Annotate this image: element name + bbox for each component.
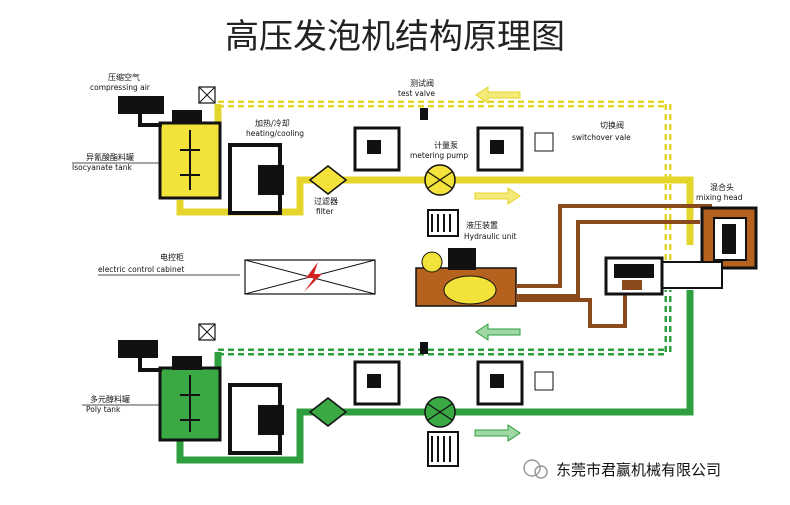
- poly-filter: [308, 397, 348, 427]
- poly-air-inlet: [118, 340, 158, 358]
- label-switchover-en: switchover vale: [572, 133, 631, 142]
- wechat-icon: [523, 459, 541, 477]
- poly-supply-line: [176, 290, 694, 464]
- iso-air-inlet: [118, 96, 164, 114]
- poly-metering-pump-2: [476, 360, 524, 406]
- label-heating-cooling-en: heating/cooling: [246, 129, 304, 138]
- lightning-icon: [304, 262, 322, 292]
- labels: 压缩空气 compressing air 异氰酸酯料罐 Isocyanate t…: [72, 72, 743, 414]
- label-compressing-air-cn: 压缩空气: [108, 72, 140, 82]
- label-switchover-cn: 切换阀: [600, 120, 624, 130]
- company-name: 东莞市君赢机械有限公司: [556, 461, 721, 479]
- poly-switchover-valve: [534, 371, 554, 391]
- iso-test-valve: [420, 108, 428, 120]
- poly-tank-lid: [172, 356, 202, 370]
- mixing-head: [604, 206, 758, 296]
- label-poly-tank-en: Poly tank: [86, 405, 121, 414]
- poly-supply-arrow: [474, 424, 521, 442]
- label-filter-cn: 过滤器: [314, 196, 338, 206]
- watermark-source: lᵒ 六欧跨境: [6, 484, 82, 499]
- control-cabinet: [244, 259, 376, 295]
- diagram-title: 高压发泡机结构原理图: [225, 17, 565, 57]
- label-filter-en: filter: [316, 207, 334, 216]
- poly-test-valve: [420, 342, 428, 354]
- poly-circuit: [118, 290, 694, 467]
- label-hydraulic-cn: 液压装置: [466, 220, 498, 230]
- iso-tank-lid: [172, 110, 202, 124]
- label-control-cabinet-en: electric control cabinet: [98, 265, 184, 274]
- hydraulic-line-2: [516, 220, 700, 298]
- watermark-company: 东莞市君赢机械有限公司: [523, 459, 721, 479]
- iso-filter: [308, 165, 348, 195]
- iso-supply-line: [176, 176, 694, 245]
- hydraulic-tank: [443, 275, 497, 305]
- label-compressing-air-en: compressing air: [90, 83, 151, 92]
- label-hydraulic-en: Hydraulic unit: [464, 232, 517, 241]
- label-metering-pump-cn: 计量泵: [434, 140, 458, 150]
- source-name: 六欧跨境: [34, 484, 82, 499]
- iso-switchover-valve: [534, 132, 554, 152]
- label-isocyanate-tank-en: Isocyanate tank: [72, 163, 132, 172]
- label-test-valve-en: test valve: [398, 89, 435, 98]
- label-mixing-head-en: mixing head: [696, 193, 743, 202]
- label-heating-cooling-cn: 加热/冷却: [255, 118, 290, 128]
- label-poly-tank-cn: 多元醇料罐: [90, 394, 130, 404]
- iso-return-arrow: [475, 86, 521, 104]
- source-logo-icon: lᵒ: [6, 485, 16, 499]
- poly-return-arrow: [475, 323, 521, 341]
- iso-supply-arrow: [474, 187, 521, 205]
- label-isocyanate-tank-cn: 异氰酸酯料罐: [86, 152, 134, 162]
- isocyanate-circuit: [118, 86, 694, 270]
- label-metering-pump-en: metering pump: [410, 151, 468, 160]
- hydraulic-line-3: [516, 290, 627, 328]
- label-control-cabinet-cn: 电控柜: [160, 252, 184, 262]
- mixing-head-nozzle: [659, 261, 723, 289]
- label-test-valve-cn: 测试阀: [410, 78, 434, 88]
- label-mixing-head-cn: 混合头: [710, 182, 734, 192]
